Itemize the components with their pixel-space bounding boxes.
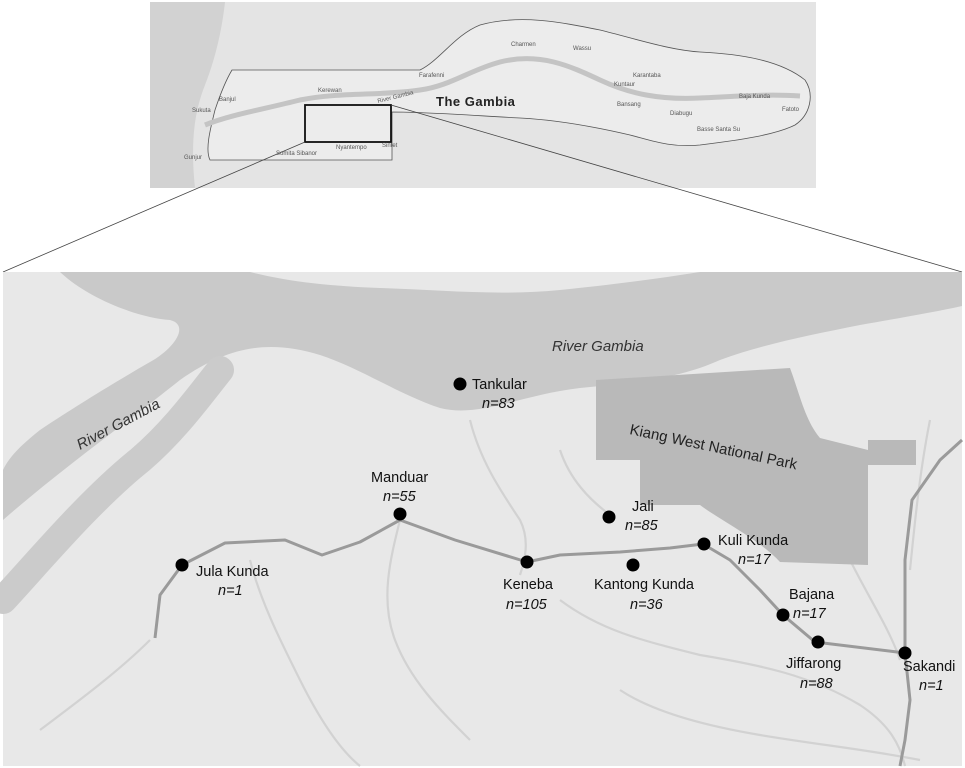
village-keneba: Keneba n=105 bbox=[503, 555, 554, 613]
village-name: Manduar bbox=[371, 470, 428, 486]
village-jiffarong: Jiffarong n=88 bbox=[786, 635, 841, 692]
village-tankular: Tankular n=83 bbox=[453, 377, 527, 412]
inset-place-label: Karantaba bbox=[633, 73, 661, 79]
inset-river bbox=[204, 56, 801, 128]
village-sakandi: Sakandi n=1 bbox=[898, 646, 955, 694]
village-marker bbox=[393, 507, 407, 521]
inset-place-label: Gunjur bbox=[184, 155, 202, 161]
village-bajana: Bajana n=17 bbox=[776, 587, 835, 622]
village-count: n=83 bbox=[482, 396, 515, 412]
inset-map: The Gambia Banjul Sukuta Gunjur Kerewan … bbox=[150, 2, 816, 188]
village-count: n=1 bbox=[218, 583, 243, 599]
inset-place-label: Charmen bbox=[511, 42, 536, 48]
village-jula-kunda: Jula Kunda n=1 bbox=[175, 558, 269, 599]
inset-place-label: Farafenni bbox=[419, 73, 444, 79]
village-count: n=105 bbox=[506, 597, 548, 613]
village-name: Kantong Kunda bbox=[594, 577, 695, 593]
village-name: Bajana bbox=[789, 587, 835, 603]
village-manduar: Manduar n=55 bbox=[371, 470, 428, 521]
village-marker bbox=[520, 555, 534, 569]
village-name: Kuli Kunda bbox=[718, 533, 789, 549]
village-count: n=17 bbox=[738, 552, 772, 568]
inset-title: The Gambia bbox=[436, 94, 516, 109]
inset-place-label: Banjul bbox=[219, 97, 236, 103]
zoom-connector-left bbox=[2, 141, 306, 273]
village-name: Jiffarong bbox=[786, 656, 841, 672]
village-count: n=36 bbox=[630, 597, 664, 613]
inset-place-label: Kuntaur bbox=[614, 82, 635, 88]
zoom-connector-right bbox=[390, 104, 963, 273]
creeks bbox=[39, 419, 932, 767]
inset-ocean bbox=[150, 2, 225, 188]
inset-place-label: Nyantempo bbox=[336, 145, 367, 151]
inset-place-label: Wassu bbox=[573, 46, 591, 52]
inset-place-label: Diabugu bbox=[670, 111, 692, 117]
river-gambia-water bbox=[3, 272, 962, 520]
river-label-north: River Gambia bbox=[552, 338, 644, 355]
river-gambia-channel bbox=[0, 356, 234, 614]
village-name: Jali bbox=[632, 499, 654, 515]
village-marker bbox=[453, 377, 467, 391]
inset-place-label: Baja Kunda bbox=[739, 94, 771, 100]
village-marker bbox=[776, 608, 790, 622]
village-name: Sakandi bbox=[903, 659, 955, 675]
village-jali: Jali n=85 bbox=[602, 499, 659, 534]
main-map: River Gambia River Gambia Kiang West Nat… bbox=[0, 272, 964, 767]
inset-place-label: Sukuta bbox=[192, 108, 211, 114]
kiang-west-national-park bbox=[596, 368, 916, 565]
inset-place-label: Sintet bbox=[382, 143, 398, 149]
village-name: Tankular bbox=[472, 377, 527, 393]
village-name: Keneba bbox=[503, 577, 554, 593]
village-count: n=88 bbox=[800, 676, 833, 692]
village-name: Jula Kunda bbox=[196, 564, 269, 580]
village-count: n=1 bbox=[919, 678, 944, 694]
village-marker bbox=[626, 558, 640, 572]
inset-place-label: Bansang bbox=[617, 102, 641, 108]
village-marker bbox=[697, 537, 711, 551]
village-marker bbox=[175, 558, 189, 572]
village-marker bbox=[602, 510, 616, 524]
village-marker bbox=[898, 646, 912, 660]
village-count: n=17 bbox=[793, 606, 827, 622]
village-kuli-kunda: Kuli Kunda n=17 bbox=[697, 533, 789, 568]
north-east-road bbox=[903, 438, 964, 653]
inset-place-label: Somita Sibanor bbox=[276, 151, 317, 157]
village-count: n=55 bbox=[383, 489, 417, 505]
village-marker bbox=[811, 635, 825, 649]
inset-zoom-box bbox=[304, 104, 392, 143]
village-kantong-kunda: Kantong Kunda n=36 bbox=[594, 558, 695, 613]
inset-place-label: Basse Santa Su bbox=[697, 127, 740, 133]
inset-place-label: Kerewan bbox=[318, 88, 342, 94]
south-road bbox=[898, 652, 912, 767]
village-count: n=85 bbox=[625, 518, 659, 534]
inset-country-outline bbox=[207, 19, 811, 161]
inset-place-label: Fatoto bbox=[782, 107, 800, 113]
